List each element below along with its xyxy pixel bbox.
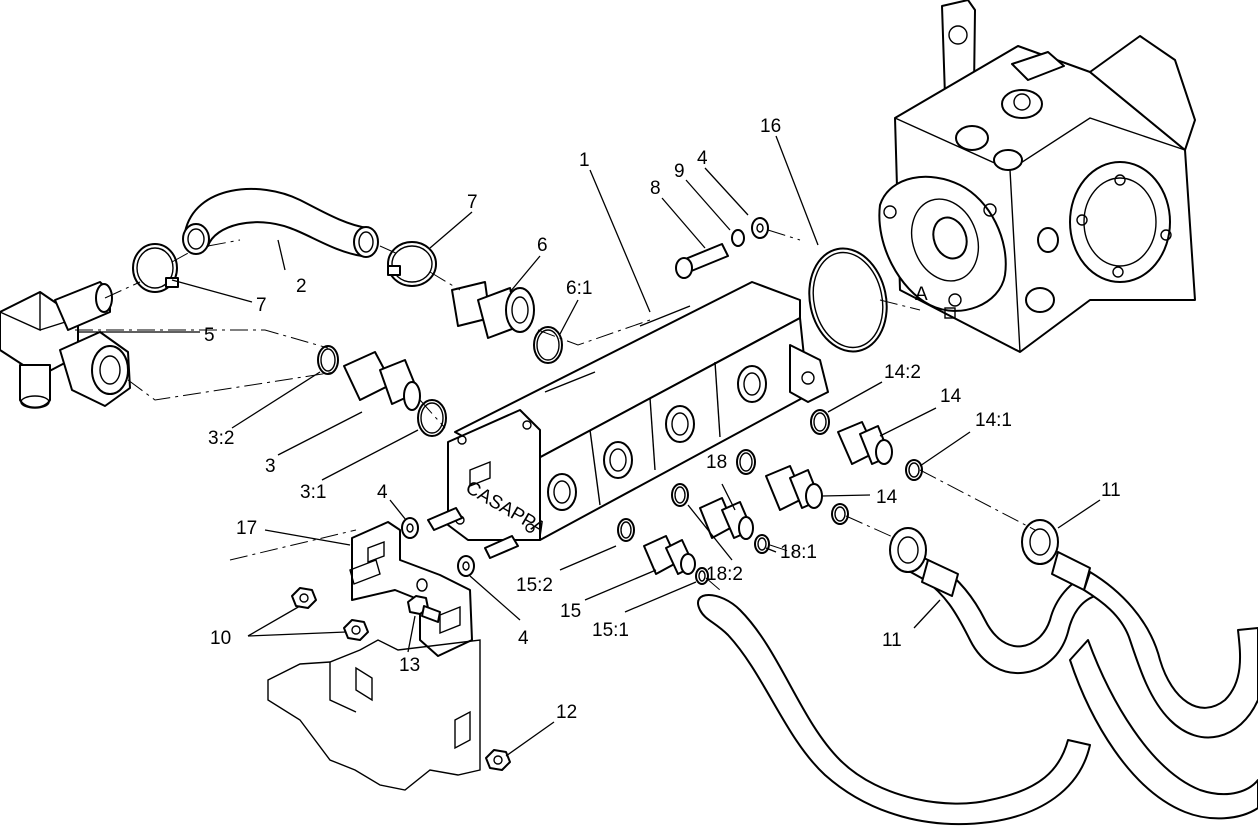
- callout-8: 8: [650, 178, 661, 199]
- hydraulic-hose-11-right: [1021, 519, 1258, 820]
- callout-11-left: 11: [882, 630, 902, 651]
- alignment-lines: [75, 229, 1036, 591]
- bolt-8: [675, 243, 729, 279]
- nut-12: [485, 749, 511, 771]
- support-plate: [267, 639, 481, 791]
- washer-4-bottom: [457, 555, 475, 577]
- callout-6: 6: [537, 235, 548, 256]
- callout-4-top: 4: [697, 148, 708, 169]
- callout-15-2: 15:2: [516, 575, 553, 596]
- callout-7-top: 7: [467, 192, 478, 213]
- callout-3-1: 3:1: [300, 482, 326, 503]
- nut-10-lower: [343, 619, 369, 641]
- mounting-bracket-17: [349, 521, 473, 657]
- hose-clamp-7-left: [132, 243, 179, 293]
- callout-labels: 1 2 3 3:1 3:2 4 4 4 5 6 6:1 7 7 8 9 10 1…: [204, 116, 1121, 723]
- callout-14-bottom: 14: [876, 487, 898, 508]
- callout-9: 9: [674, 161, 685, 182]
- o-ring-16: [808, 247, 888, 353]
- callout-4-left: 4: [377, 482, 388, 503]
- callout-14-top: 14: [940, 386, 962, 407]
- callout-15-1: 15:1: [592, 620, 629, 641]
- gear-pump-assembly: CASAPPA: [447, 281, 829, 541]
- callout-1: 1: [579, 150, 590, 171]
- elbow-fitting-5: [0, 281, 131, 409]
- stud-left-lower: [484, 535, 519, 559]
- callout-13: 13: [399, 655, 420, 676]
- bolt-13: [407, 595, 441, 623]
- callout-11-right: 11: [1101, 480, 1121, 501]
- o-ring-3-1: [417, 399, 447, 437]
- callout-3-2: 3:2: [208, 428, 234, 449]
- callout-18-2: 18:2: [706, 564, 743, 585]
- hydrostatic-pump-housing: A: [878, 0, 1196, 353]
- callout-6-1: 6:1: [566, 278, 592, 299]
- leader-lines: [78, 135, 1101, 757]
- washer-4-top: [751, 217, 769, 239]
- callout-4-bottom: 4: [518, 628, 529, 649]
- callout-16: 16: [760, 116, 781, 137]
- callout-14-1: 14:1: [975, 410, 1012, 431]
- callout-7-bottom: 7: [256, 295, 267, 316]
- callout-15: 15: [560, 601, 581, 622]
- fitting-18: [699, 497, 754, 540]
- washer-4-left: [401, 517, 419, 539]
- callout-5: 5: [204, 325, 215, 346]
- callout-3: 3: [265, 456, 276, 477]
- nut-10-upper: [291, 587, 317, 609]
- callout-2: 2: [296, 276, 307, 297]
- adapter-fitting-3: [343, 351, 421, 411]
- o-ring-15-1: [695, 567, 709, 585]
- callout-18: 18: [706, 452, 727, 473]
- callout-14-2: 14:2: [884, 362, 921, 383]
- hydraulic-hose-11-left: [697, 527, 1099, 826]
- o-ring-18-1: [754, 534, 770, 554]
- suction-hose-2: [182, 187, 379, 258]
- hose-clamp-7-right: [387, 241, 437, 287]
- fitting-14-upper: [837, 421, 893, 465]
- stud-left-upper: [427, 507, 463, 531]
- callout-12: 12: [556, 702, 577, 723]
- o-ring-6-1: [533, 326, 563, 364]
- housing-mark-glyph: A: [915, 284, 928, 305]
- washer-9: [731, 229, 745, 247]
- callout-10: 10: [210, 628, 231, 649]
- fitting-15: [643, 535, 696, 575]
- callout-18-1: 18:1: [780, 542, 817, 563]
- adapter-fitting-6: [451, 281, 535, 339]
- fitting-14-lower: [765, 465, 823, 511]
- callout-17: 17: [236, 518, 257, 539]
